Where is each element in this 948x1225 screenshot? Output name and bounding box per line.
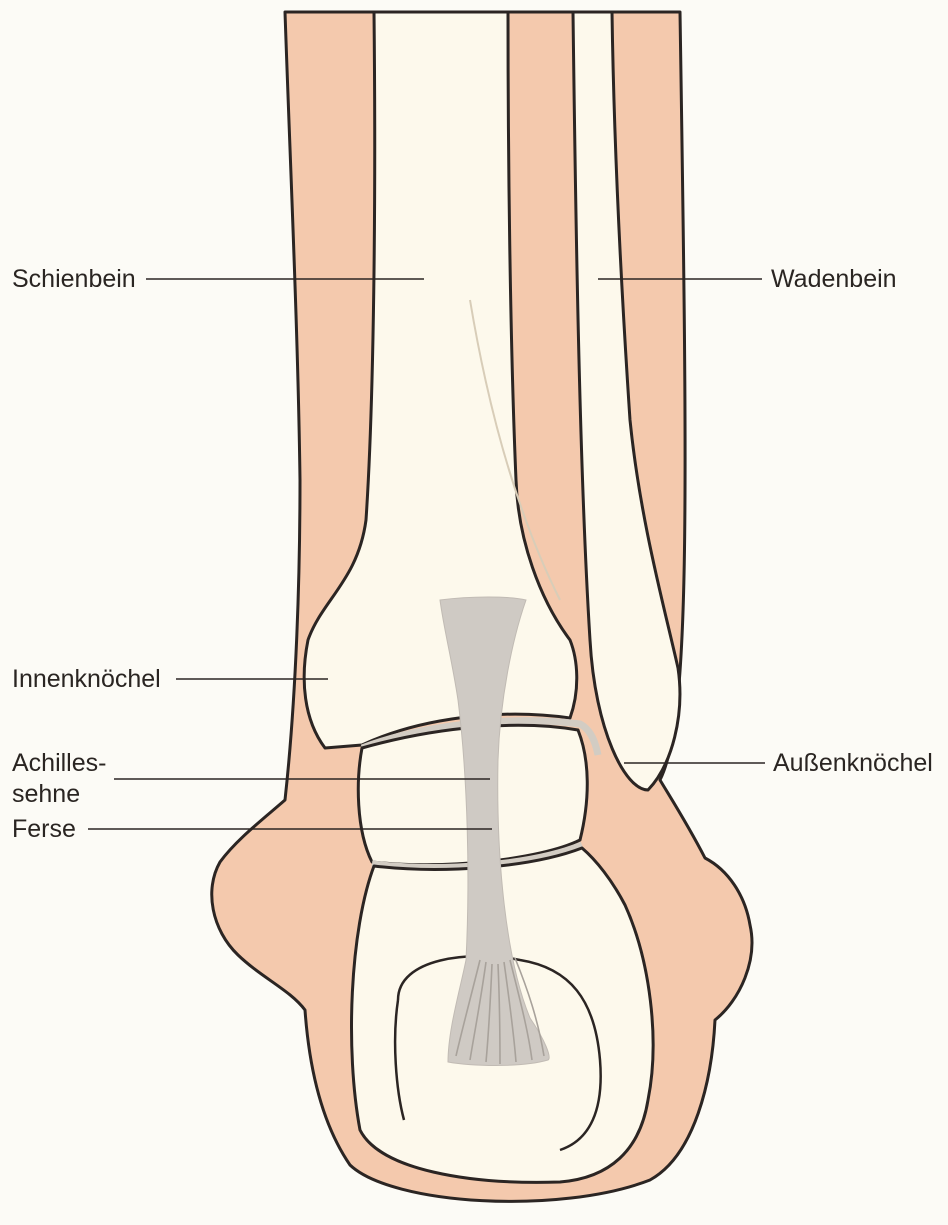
label-achillessehne-line2: sehne [12, 779, 106, 810]
label-achillessehne-line1: Achilles- [12, 748, 106, 779]
label-schienbein: Schienbein [12, 263, 136, 295]
label-aussenknoechel: Außenknöchel [773, 747, 933, 779]
label-wadenbein: Wadenbein [771, 263, 897, 295]
label-innenknoechel: Innenknöchel [12, 663, 161, 695]
label-achillessehne: Achilles- sehne [12, 748, 106, 810]
label-ferse: Ferse [12, 813, 76, 845]
